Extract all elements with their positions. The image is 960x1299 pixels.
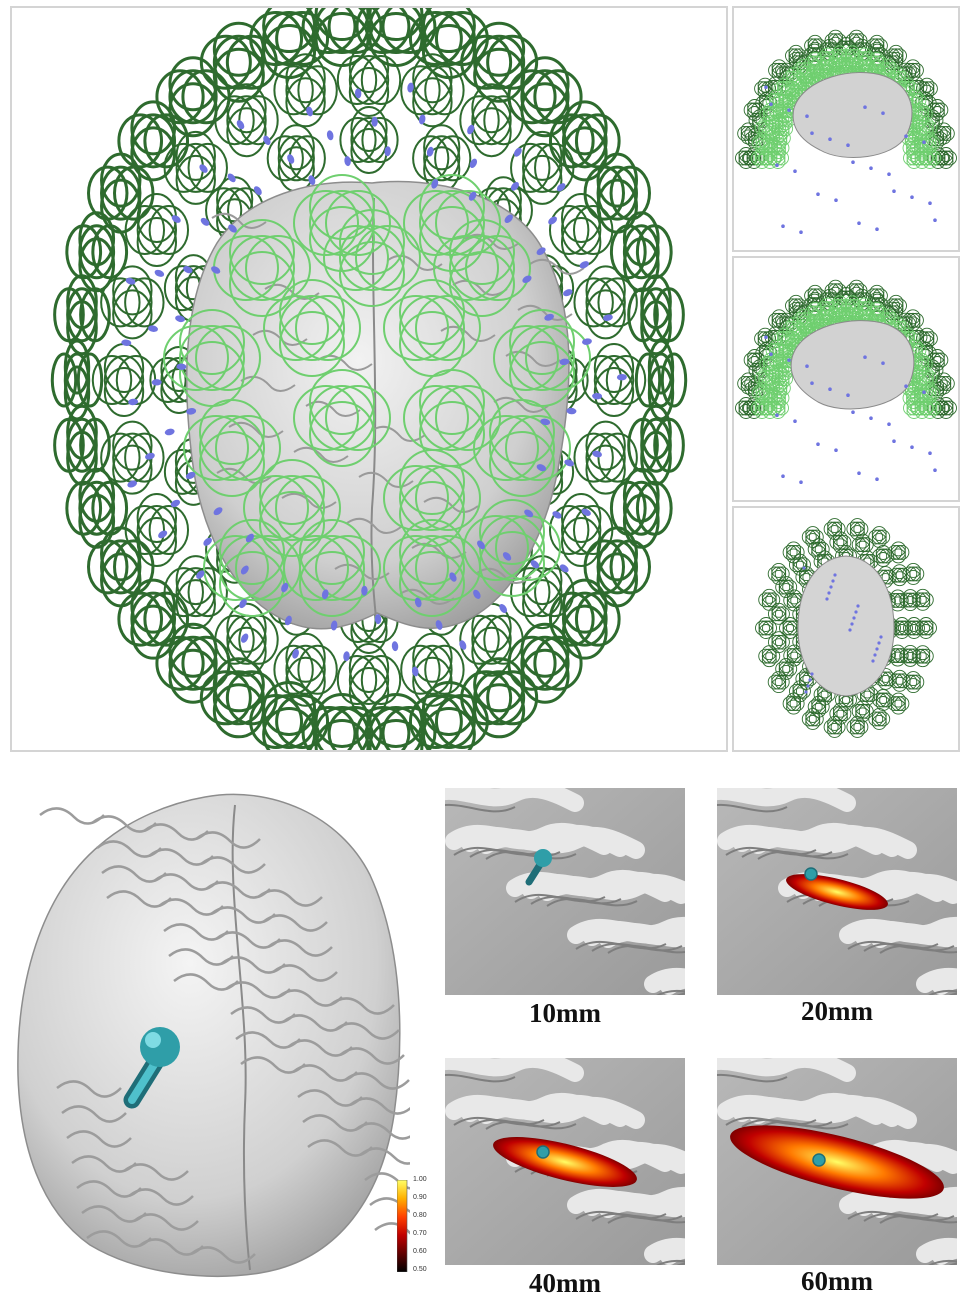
patch-label: 40mm <box>445 1268 685 1299</box>
patch-panel-40mm <box>445 1058 685 1265</box>
colorbar-tick: 0.90 <box>413 1194 427 1201</box>
bottom-view-figure <box>734 508 958 750</box>
helmet-top-view-figure <box>12 8 726 750</box>
brain-surface-full <box>18 794 400 1276</box>
colorbar-tick: 0.60 <box>413 1248 427 1255</box>
main-helmet-view <box>10 6 728 752</box>
colorbar-tick: 1.00 <box>413 1176 427 1183</box>
patch-figure <box>717 1058 957 1265</box>
patch-label: 20mm <box>717 996 957 1027</box>
patch-figure <box>445 1058 685 1265</box>
patch-label: 10mm <box>445 998 685 1029</box>
brain-dipole-figure <box>10 775 410 1290</box>
patch-panel-60mm <box>717 1058 957 1265</box>
patch-figure <box>445 788 685 995</box>
patch-figure <box>717 788 957 995</box>
colorbar: 1.00 0.90 0.80 0.70 0.60 0.50 <box>397 1180 443 1272</box>
colorbar-tick: 0.50 <box>413 1266 427 1273</box>
oblique-helmet-view <box>732 256 960 502</box>
colorbar-gradient <box>397 1180 411 1272</box>
patch-panel-10mm <box>445 788 685 995</box>
colorbar-tick: 0.80 <box>413 1212 427 1219</box>
colorbar-tick: 0.70 <box>413 1230 427 1237</box>
oblique-view-figure <box>734 258 958 500</box>
lateral-helmet-view <box>732 6 960 252</box>
lateral-view-figure <box>734 8 958 250</box>
bottom-helmet-view <box>732 506 960 752</box>
patch-label: 60mm <box>717 1266 957 1297</box>
brain-dipole-view <box>10 775 410 1290</box>
patch-panel-20mm <box>717 788 957 995</box>
